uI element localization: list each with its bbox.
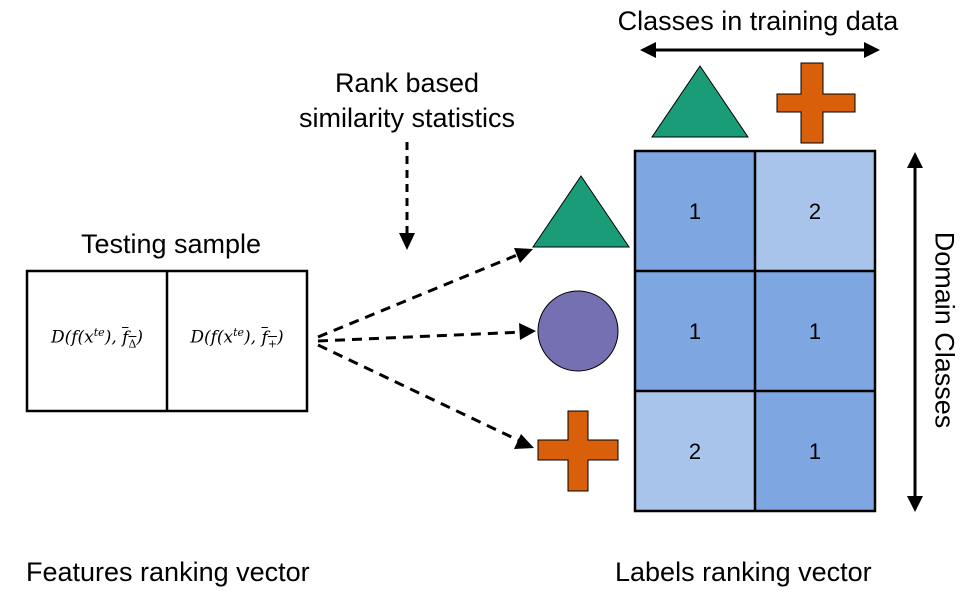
rank-stats-label-line2: similarity statistics bbox=[298, 103, 515, 133]
mapping-arrows bbox=[317, 248, 536, 449]
domain-double-arrow bbox=[907, 152, 923, 512]
rank-stats-label-line1: Rank based bbox=[334, 68, 480, 98]
classes-training-label: Classes in training data bbox=[617, 6, 899, 36]
matrix-cell-value: 2 bbox=[809, 199, 821, 224]
matrix-cell-bg bbox=[635, 151, 755, 271]
matrix-cell-value: 1 bbox=[689, 199, 701, 224]
classes-double-arrow bbox=[640, 42, 880, 58]
matrix-cell-bg bbox=[635, 391, 755, 511]
labels-ranking-matrix: 1 2 1 1 2 1 bbox=[633, 149, 877, 513]
features-ranking-vector bbox=[25, 269, 309, 413]
plus-icon bbox=[537, 410, 619, 492]
triangle-icon bbox=[532, 175, 630, 248]
matrix-cell-bg bbox=[755, 391, 875, 511]
matrix-cell-bg bbox=[635, 271, 755, 391]
features-ranking-vector-label: Features ranking vector bbox=[26, 557, 310, 587]
plus-icon bbox=[776, 62, 856, 144]
feature-distance-triangle: D(f(xte), fΔ) bbox=[50, 326, 144, 351]
matrix-cell-value: 1 bbox=[809, 319, 821, 344]
matrix-cell-value: 1 bbox=[689, 319, 701, 344]
domain-classes-label: Domain Classes bbox=[929, 231, 960, 429]
matrix-cell-value: 1 bbox=[809, 439, 821, 464]
triangle-icon bbox=[651, 65, 749, 138]
labels-ranking-vector-label: Labels ranking vector bbox=[615, 557, 872, 587]
matrix-cell-bg bbox=[755, 271, 875, 391]
matrix-cell-bg bbox=[755, 151, 875, 271]
matrix-cell-value: 2 bbox=[689, 439, 701, 464]
feature-distance-plus: D(f(xte), f+) bbox=[190, 326, 284, 351]
circle-icon bbox=[537, 290, 619, 372]
testing-sample-label: Testing sample bbox=[80, 229, 262, 259]
